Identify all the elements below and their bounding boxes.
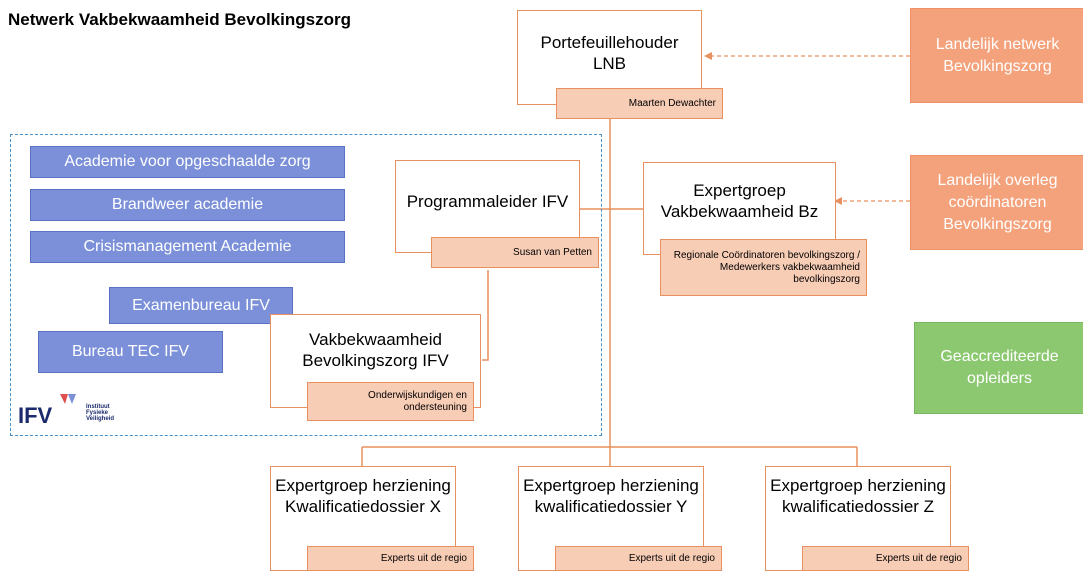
brandweer-academie: Brandweer academie	[30, 189, 345, 221]
examenbureau-box: Examenbureau IFV	[109, 287, 293, 324]
ifv-logo-icon: IFV	[18, 394, 76, 428]
programmaleider-label: Programmaleider IFV	[406, 192, 569, 211]
crisismanagement-academie: Crisismanagement Academie	[30, 231, 345, 263]
expertgroep-bz-tag: Regionale Coördinatoren bevolkingszorg /…	[660, 239, 867, 296]
expertgroep-x-label: Expertgroep herziening Kwalificatiedossi…	[275, 476, 451, 516]
expertgroep-z-tag: Experts uit de regio	[802, 546, 969, 571]
expertgroep-z-box: Expertgroep herziening kwalificatiedossi…	[765, 466, 951, 571]
expertgroep-z-label: Expertgroep herziening kwalificatiedossi…	[770, 476, 946, 516]
expertgroep-y-label: Expertgroep herziening kwalificatiedossi…	[523, 476, 699, 516]
ifv-logo: IFV Instituut Fysieke Veiligheid	[16, 390, 136, 430]
academie-opgeschaalde-zorg: Academie voor opgeschaalde zorg	[30, 146, 345, 178]
ifv-frame	[10, 134, 602, 436]
expertgroep-bz-label: Expertgroep Vakbekwaamheid Bz	[660, 181, 819, 221]
vakbekwaamheid-ifv-label: Vakbekwaamheid Bevolkingszorg IFV	[302, 330, 449, 370]
programmaleider-tag: Susan van Petten	[431, 237, 599, 268]
vakbekwaamheid-ifv-tag: Onderwijskundigen en ondersteuning	[307, 382, 474, 421]
programmaleider-vakbekwaamheid-line	[482, 270, 489, 361]
svg-text:IFV: IFV	[18, 403, 53, 428]
portefeuillehouder-tag: Maarten Dewachter	[556, 88, 723, 119]
landelijk-overleg-box: Landelijk overleg coördinatoren Bevolkin…	[910, 155, 1083, 250]
page-title: Netwerk Vakbekwaamheid Bevolkingszorg	[8, 10, 351, 29]
expertgroep-x-tag: Experts uit de regio	[307, 546, 474, 571]
bureau-tec-box: Bureau TEC IFV	[38, 331, 223, 373]
geaccrediteerde-opleiders-box: Geaccrediteerde opleiders	[914, 322, 1083, 414]
portefeuillehouder-label: Portefeuillehouder LNB	[540, 33, 679, 73]
expertgroep-y-tag: Experts uit de regio	[555, 546, 722, 571]
landelijk-netwerk-box: Landelijk netwerk Bevolkingszorg	[910, 8, 1083, 103]
